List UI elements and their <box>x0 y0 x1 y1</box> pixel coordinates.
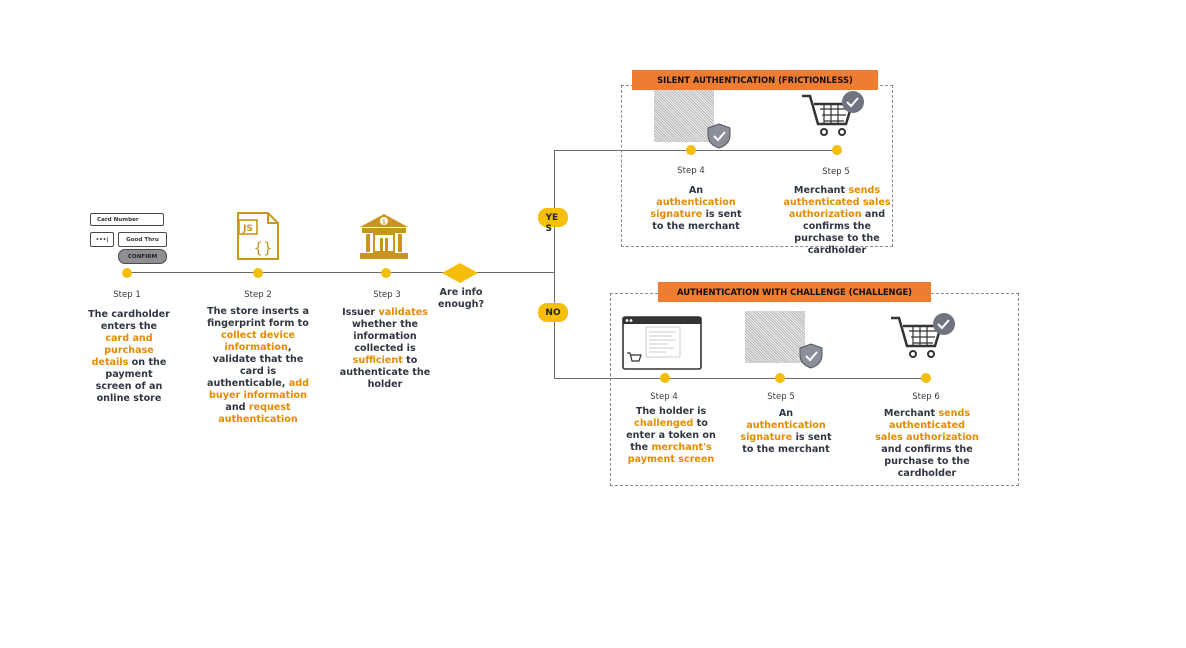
challenge-step5-label: Step 5 <box>767 392 795 402</box>
silent-step5-description: Merchant sends authenticated sales autho… <box>783 185 891 257</box>
step1-label: Step 1 <box>113 290 141 300</box>
card-number-field: Card Number <box>90 213 164 226</box>
payment-screen-icon <box>622 316 702 370</box>
description-text: and confirms the purchase to the cardhol… <box>881 444 973 479</box>
silent-auth-title: SILENT AUTHENTICATION (FRICTIONLESS) <box>657 75 853 85</box>
step3-description: Issuer validates whether the information… <box>336 307 434 391</box>
challenge-step4-label: Step 4 <box>650 392 678 402</box>
step3-dot <box>381 268 391 278</box>
description-text: , validate that the card is authenticabl… <box>207 342 304 389</box>
yes-badge: YES <box>538 208 568 234</box>
challenge-step6-description: Merchant sends authenticated sales autho… <box>874 408 980 480</box>
challenge-branch-line <box>554 378 926 380</box>
description-text: The cardholder enters the <box>88 309 170 332</box>
description-text: is sent to the merchant <box>742 432 832 455</box>
no-badge: NO <box>538 303 568 322</box>
challenge-step4-description: The holder is challenged to enter a toke… <box>620 406 722 466</box>
highlighted-text: add buyer information <box>209 378 309 401</box>
challenge-auth-banner: AUTHENTICATION WITH CHALLENGE (CHALLENGE… <box>658 282 931 302</box>
description-text: to authenticate the holder <box>339 355 431 390</box>
step1-dot <box>122 268 132 278</box>
confirm-button: CONFIRM <box>118 249 167 264</box>
description-text: and confirms the purchase to the cardhol… <box>794 209 886 256</box>
description-text: Merchant <box>793 185 849 196</box>
highlighted-text: authentication signature <box>650 197 736 220</box>
challenge-auth-title: AUTHENTICATION WITH CHALLENGE (CHALLENGE… <box>677 287 912 297</box>
silent-step4-description: An authentication signature is sent to t… <box>648 185 744 233</box>
confirm-label: CONFIRM <box>127 253 158 260</box>
silent-step5-label: Step 5 <box>822 167 850 177</box>
challenge-cart-check-icon <box>891 313 955 358</box>
card-number-label: Card Number <box>97 216 139 223</box>
highlighted-text: card and purchase details <box>91 333 154 368</box>
silent-step4-label: Step 4 <box>677 166 705 176</box>
step2-label: Step 2 <box>244 290 272 300</box>
highlighted-text: request authentication <box>218 402 298 425</box>
description-text: Issuer <box>342 307 379 318</box>
decision-diamond <box>442 263 478 283</box>
description-text: Merchant <box>883 408 939 419</box>
highlighted-text: merchant's payment screen <box>627 442 715 465</box>
dollar-symbol: $ <box>382 218 386 226</box>
shield-check-icon <box>707 123 731 149</box>
js-text: JS <box>242 224 253 234</box>
challenge-step6-label: Step 6 <box>912 392 940 402</box>
js-file-icon: JS {} <box>237 212 279 260</box>
yes-label: YES <box>545 212 559 234</box>
highlighted-text: authentication signature <box>740 420 826 443</box>
description-text: on the payment screen of an online store <box>95 357 167 404</box>
highlighted-text: sufficient <box>352 355 403 366</box>
silent-step4-dot <box>686 145 696 155</box>
highlighted-text: sends authenticated sales authorization <box>783 185 891 220</box>
decision-question: Are info enough? <box>437 287 485 310</box>
step1-description: The cardholder enters the card and purch… <box>88 309 170 405</box>
bank-icon: $ <box>360 214 408 259</box>
step2-dot <box>253 268 263 278</box>
step3-label: Step 3 <box>373 290 401 300</box>
description-text: to enter a token on the <box>626 418 716 453</box>
good-thru-label: Good Thru <box>126 236 159 243</box>
highlighted-text: collect device information <box>220 330 296 353</box>
description-text: An <box>778 408 794 419</box>
braces-text: {} <box>253 239 272 257</box>
cvv-field: •••| <box>90 232 114 247</box>
branch-vertical-line <box>554 150 556 379</box>
main-flow-line <box>125 272 555 274</box>
description-text: is sent to the merchant <box>652 209 742 232</box>
description-text: The holder is <box>635 406 707 417</box>
no-label: NO <box>545 307 561 318</box>
highlighted-text: challenged <box>634 418 694 429</box>
good-thru-field: Good Thru <box>118 232 167 247</box>
challenge-step6-dot <box>921 373 931 383</box>
description-text: and <box>225 402 249 413</box>
silent-auth-banner: SILENT AUTHENTICATION (FRICTIONLESS) <box>632 70 878 90</box>
highlighted-text: validates <box>378 307 428 318</box>
cart-check-icon <box>802 91 864 136</box>
challenge-signature-document-icon <box>745 311 805 363</box>
description-text: whether the information collected is <box>351 319 419 354</box>
description-text: An <box>688 185 704 196</box>
description-text: The store inserts a fingerprint form to <box>207 306 309 329</box>
cvv-label: •••| <box>95 236 109 243</box>
signature-document-icon <box>654 90 714 142</box>
step2-description: The store inserts a fingerprint form to … <box>207 306 309 426</box>
highlighted-text: sends authenticated sales authorization <box>875 408 979 443</box>
silent-step5-dot <box>832 145 842 155</box>
challenge-step5-dot <box>775 373 785 383</box>
challenge-shield-check-icon <box>799 343 823 369</box>
challenge-step5-description: An authentication signature is sent to t… <box>738 408 834 456</box>
challenge-step4-dot <box>660 373 670 383</box>
